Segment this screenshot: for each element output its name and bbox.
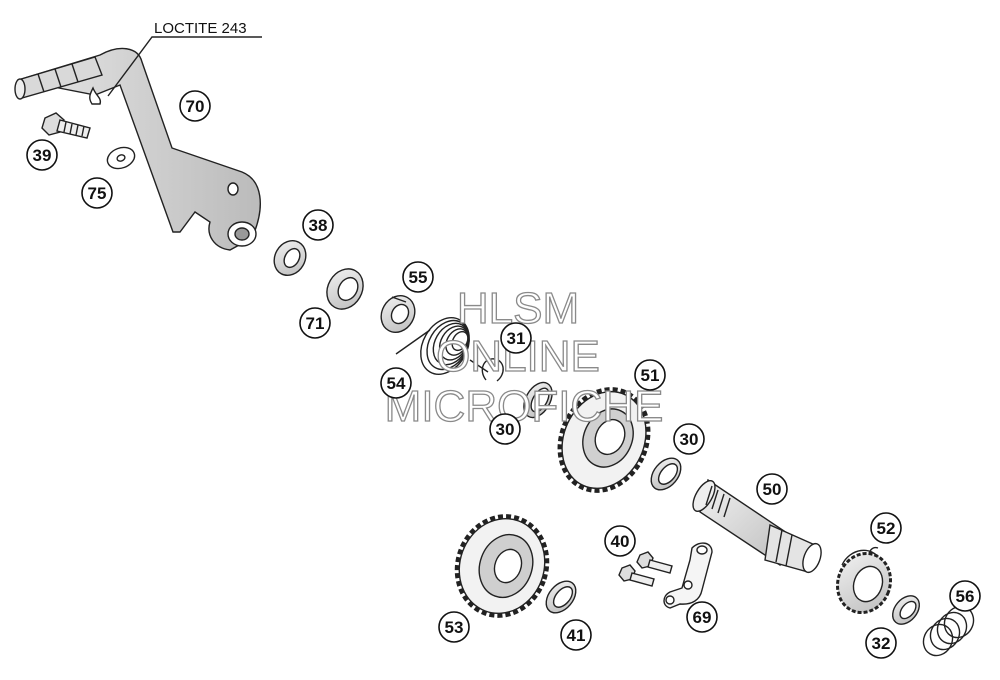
- circlip: [481, 358, 504, 382]
- guide-bolts: [618, 551, 673, 587]
- callout-71-label: 71: [306, 314, 325, 333]
- callout-56-label: 56: [956, 587, 975, 606]
- ratchet: [836, 546, 892, 615]
- callout-39-label: 39: [33, 146, 52, 165]
- callout-75-label: 75: [88, 184, 107, 203]
- bolt: [41, 112, 91, 139]
- callout-75: 75: [81, 177, 113, 209]
- watermark: HLSM ONLINE MICROFICHE: [384, 283, 664, 431]
- kickstart-shaft: [692, 478, 822, 574]
- loctite-leader: [89, 36, 262, 105]
- callout-38: 38: [302, 209, 334, 241]
- callout-40-label: 40: [611, 532, 630, 551]
- callout-30-lower: 30: [673, 423, 705, 455]
- callout-55-label: 55: [409, 268, 428, 287]
- loctite-note: LOCTITE 243: [154, 20, 247, 37]
- callout-51: 51: [634, 359, 666, 391]
- callout-30-upper: 30: [489, 413, 521, 445]
- callout-56: 56: [949, 580, 981, 612]
- callout-50: 50: [756, 473, 788, 505]
- callout-32-label: 32: [872, 634, 891, 653]
- callout-54: 54: [380, 367, 412, 399]
- callout-30-upper-label: 30: [496, 420, 515, 439]
- callouts: 70 39 75 38 71 55 31 54 30 51 30 50 40 5…: [26, 90, 981, 659]
- gear-washer: [545, 580, 577, 614]
- callout-53-label: 53: [445, 618, 464, 637]
- callout-31: 31: [500, 322, 532, 354]
- guide-plate: [663, 542, 713, 609]
- callout-69-label: 69: [693, 608, 712, 627]
- callout-50-label: 50: [763, 480, 782, 499]
- callout-69: 69: [686, 601, 718, 633]
- callout-55: 55: [402, 261, 434, 293]
- callout-51-label: 51: [641, 366, 660, 385]
- kickstart-spring: [395, 317, 489, 375]
- thrust-washer-upper: [523, 381, 553, 419]
- thrust-washer: [892, 595, 920, 625]
- callout-71: 71: [299, 307, 331, 339]
- seal-ring: [273, 240, 307, 276]
- callout-41-label: 41: [567, 626, 586, 645]
- watermark-line-3: MICROFICHE: [385, 382, 664, 431]
- callout-70: 70: [179, 90, 211, 122]
- washer: [106, 146, 136, 170]
- callout-52-label: 52: [877, 519, 896, 538]
- intermediate-gear: [454, 514, 550, 618]
- callout-31-label: 31: [507, 329, 526, 348]
- callout-38-label: 38: [309, 216, 328, 235]
- callout-39: 39: [26, 139, 58, 171]
- bushing: [380, 295, 416, 333]
- callout-30-lower-label: 30: [680, 430, 699, 449]
- callout-52: 52: [870, 512, 902, 544]
- kickstart-lever: [14, 47, 261, 251]
- kickstart-gear: [557, 387, 651, 493]
- shaft-seal: [326, 268, 364, 310]
- callout-41: 41: [560, 619, 592, 651]
- callout-40: 40: [604, 525, 636, 557]
- callout-32: 32: [865, 627, 897, 659]
- callout-70-label: 70: [186, 97, 205, 116]
- callout-53: 53: [438, 611, 470, 643]
- callout-54-label: 54: [387, 374, 406, 393]
- thrust-washer-lower: [650, 457, 682, 491]
